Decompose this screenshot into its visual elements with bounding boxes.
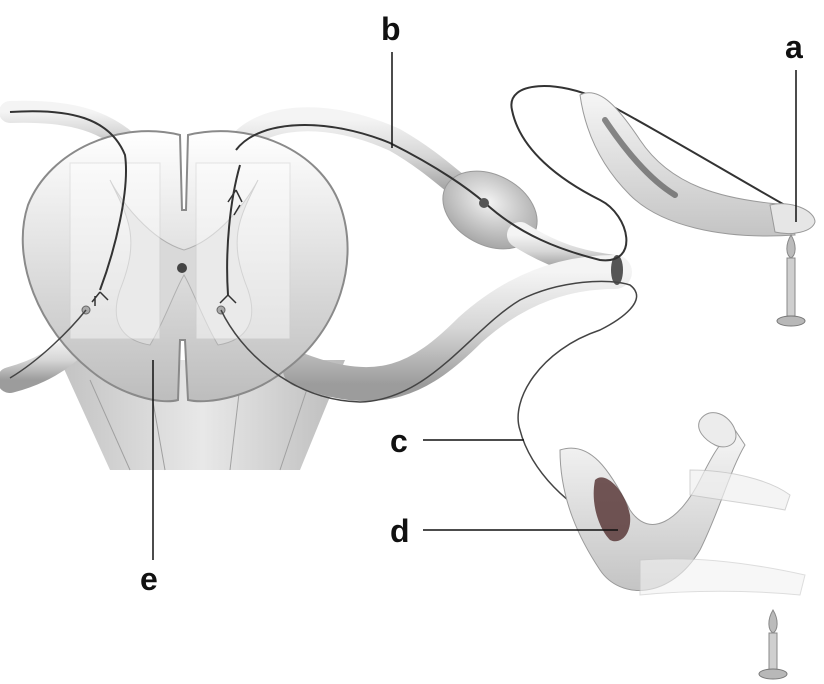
label-d: d bbox=[390, 513, 410, 549]
overlay-panel-right bbox=[196, 163, 290, 339]
central-canal bbox=[177, 263, 187, 273]
upper-arm-illustration bbox=[580, 93, 815, 236]
ganglion-cell-body bbox=[479, 198, 489, 208]
label-a: a bbox=[785, 29, 803, 65]
label-b: b bbox=[381, 11, 401, 47]
ventral-root bbox=[300, 272, 615, 384]
lower-arm-illustration bbox=[560, 413, 805, 595]
label-c: c bbox=[390, 423, 408, 459]
stimulus-candle-lower bbox=[759, 610, 787, 679]
label-e: e bbox=[140, 561, 158, 597]
stimulus-candle-upper bbox=[777, 235, 805, 326]
